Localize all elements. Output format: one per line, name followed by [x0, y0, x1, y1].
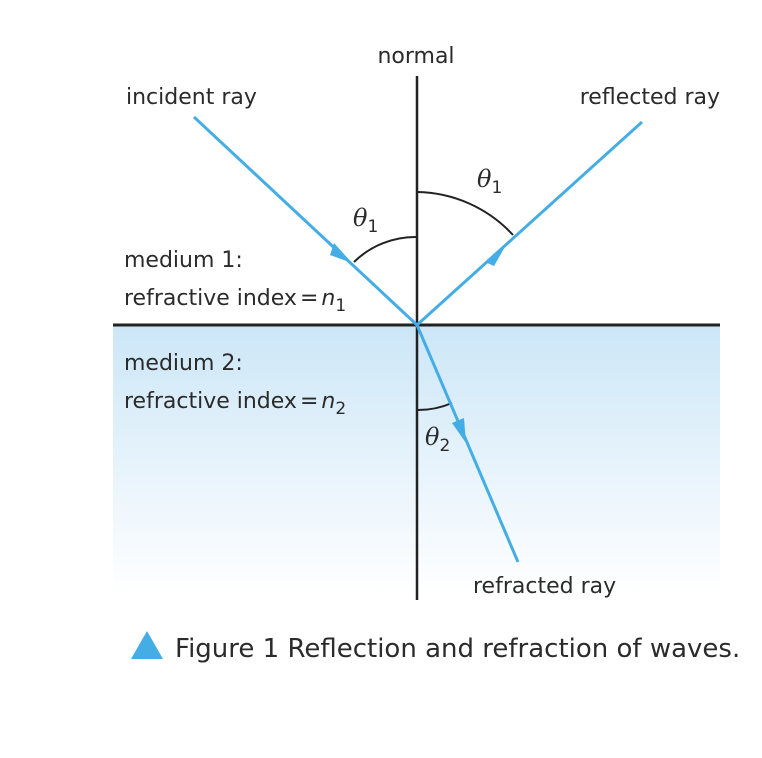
incidence-angle-subscript: 1: [367, 217, 378, 237]
medium-1-title: medium 1:: [124, 248, 243, 273]
medium-1-equals: =: [300, 286, 318, 311]
reflected-ray: [415, 120, 644, 327]
medium-1-index-text: refractive index: [124, 286, 297, 311]
reflection-angle-subscript: 1: [491, 178, 502, 198]
medium-1-n-symbol: n: [321, 286, 335, 311]
normal-label: normal: [377, 44, 454, 69]
incidence-angle-arc: [353, 235, 418, 263]
refraction-angle-symbol: θ: [425, 423, 440, 451]
refraction-angle-label: θ2: [425, 423, 450, 456]
caption-triangle-icon: [131, 631, 163, 659]
incident-ray-label: incident ray: [126, 85, 257, 110]
medium-2-n-symbol: n: [321, 389, 335, 414]
refraction-angle-subscript: 2: [439, 436, 450, 456]
refracted-ray: [415, 324, 520, 563]
medium-1-index: refractive index=n1: [124, 286, 346, 316]
medium-2-n-subscript: 2: [335, 399, 346, 419]
reflection-angle-symbol: θ: [477, 165, 492, 193]
incidence-angle-label: θ1: [353, 204, 378, 237]
medium-2-equals: =: [300, 389, 318, 414]
incident-ray-arrowhead: [330, 243, 352, 263]
medium-2-index-text: refractive index: [124, 389, 297, 414]
incident-ray: [192, 115, 419, 327]
reflection-angle-arc: [416, 191, 514, 236]
figure-caption: Figure 1 Reflection and refraction of wa…: [175, 634, 740, 664]
reflected-ray-arrowhead: [485, 245, 506, 266]
incidence-angle-symbol: θ: [353, 204, 368, 232]
reflected-ray-label: reflected ray: [580, 85, 720, 110]
reflection-angle-label: θ1: [477, 165, 502, 198]
medium-1-n-subscript: 1: [335, 296, 346, 316]
medium-2-index: refractive index=n2: [124, 389, 346, 419]
refracted-ray-arrowhead: [452, 418, 466, 443]
refracted-ray-label: refracted ray: [473, 574, 616, 599]
medium-2-title: medium 2:: [124, 351, 243, 376]
